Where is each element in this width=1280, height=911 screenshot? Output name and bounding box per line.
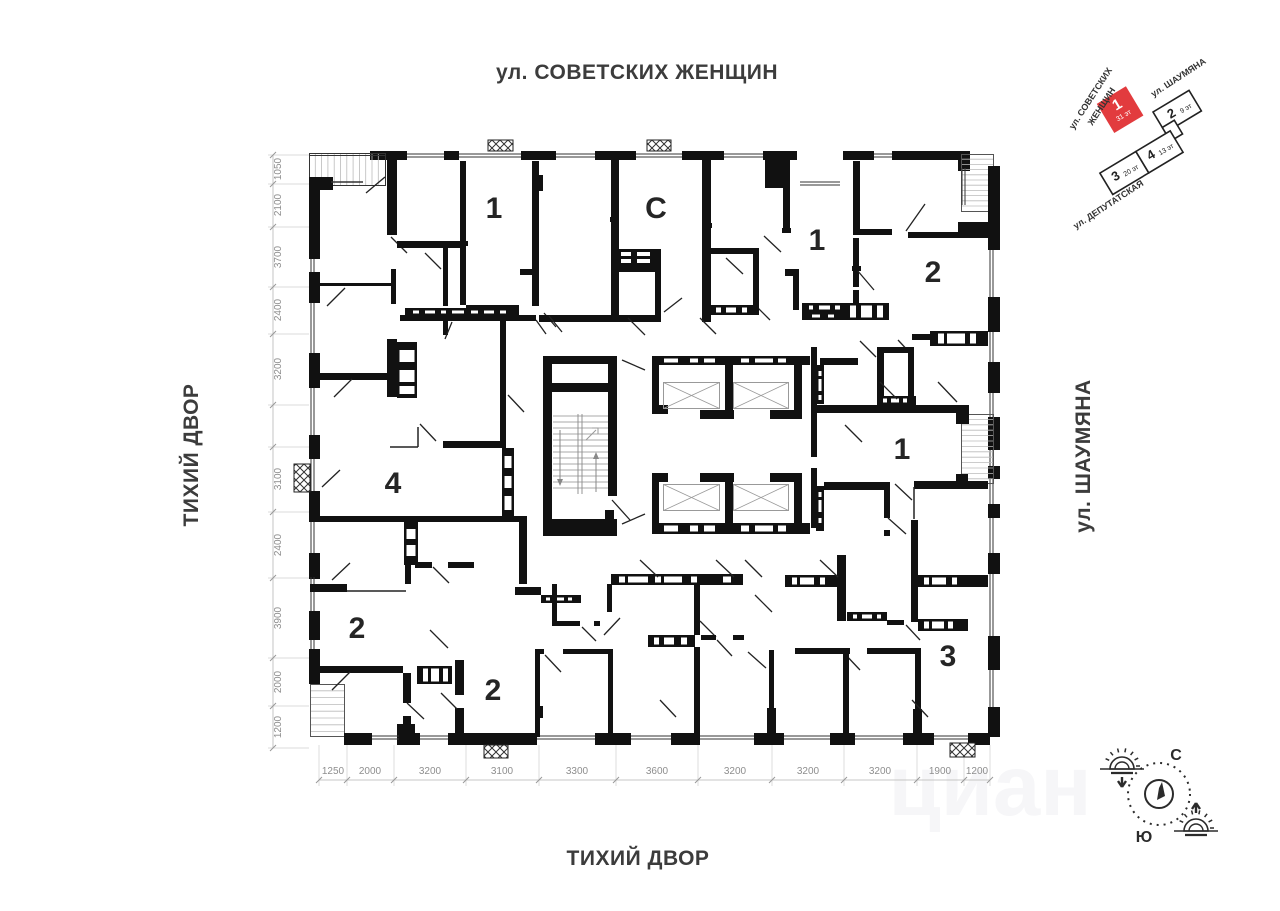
svg-text:2: 2 [925,256,942,289]
svg-text:2400: 2400 [273,298,284,321]
svg-text:1200: 1200 [966,766,989,777]
svg-text:2400: 2400 [273,533,284,556]
svg-text:2: 2 [485,674,502,707]
svg-text:ТИХИЙ ДВОР: ТИХИЙ ДВОР [179,384,203,527]
svg-text:3100: 3100 [491,766,514,777]
svg-text:Ю: Ю [1136,829,1153,846]
svg-text:1200: 1200 [273,715,284,738]
svg-text:3: 3 [940,640,957,673]
svg-text:3200: 3200 [273,357,284,380]
svg-text:2100: 2100 [273,193,284,216]
svg-text:2: 2 [349,612,366,645]
svg-text:ТИХИЙ ДВОР: ТИХИЙ ДВОР [567,846,710,870]
svg-text:ул. ШАУМЯНА: ул. ШАУМЯНА [1072,379,1095,532]
svg-text:3300: 3300 [566,766,589,777]
svg-text:2000: 2000 [359,766,382,777]
svg-text:1: 1 [486,192,503,225]
svg-text:С: С [645,192,667,225]
svg-text:3600: 3600 [646,766,669,777]
svg-text:1050: 1050 [273,157,284,180]
svg-text:3200: 3200 [724,766,747,777]
svg-text:3700: 3700 [273,245,284,268]
svg-text:1: 1 [894,433,911,466]
svg-text:1: 1 [809,224,826,257]
svg-text:2000: 2000 [273,670,284,693]
svg-text:С: С [1170,747,1182,764]
svg-text:1250: 1250 [322,766,345,777]
svg-text:4: 4 [385,467,402,500]
svg-text:1900: 1900 [929,766,952,777]
svg-text:3900: 3900 [273,606,284,629]
svg-text:3100: 3100 [273,467,284,490]
svg-text:ул. СОВЕТСКИХ ЖЕНЩИН: ул. СОВЕТСКИХ ЖЕНЩИН [496,61,778,84]
svg-text:3200: 3200 [869,766,892,777]
svg-text:3200: 3200 [419,766,442,777]
svg-text:3200: 3200 [797,766,820,777]
